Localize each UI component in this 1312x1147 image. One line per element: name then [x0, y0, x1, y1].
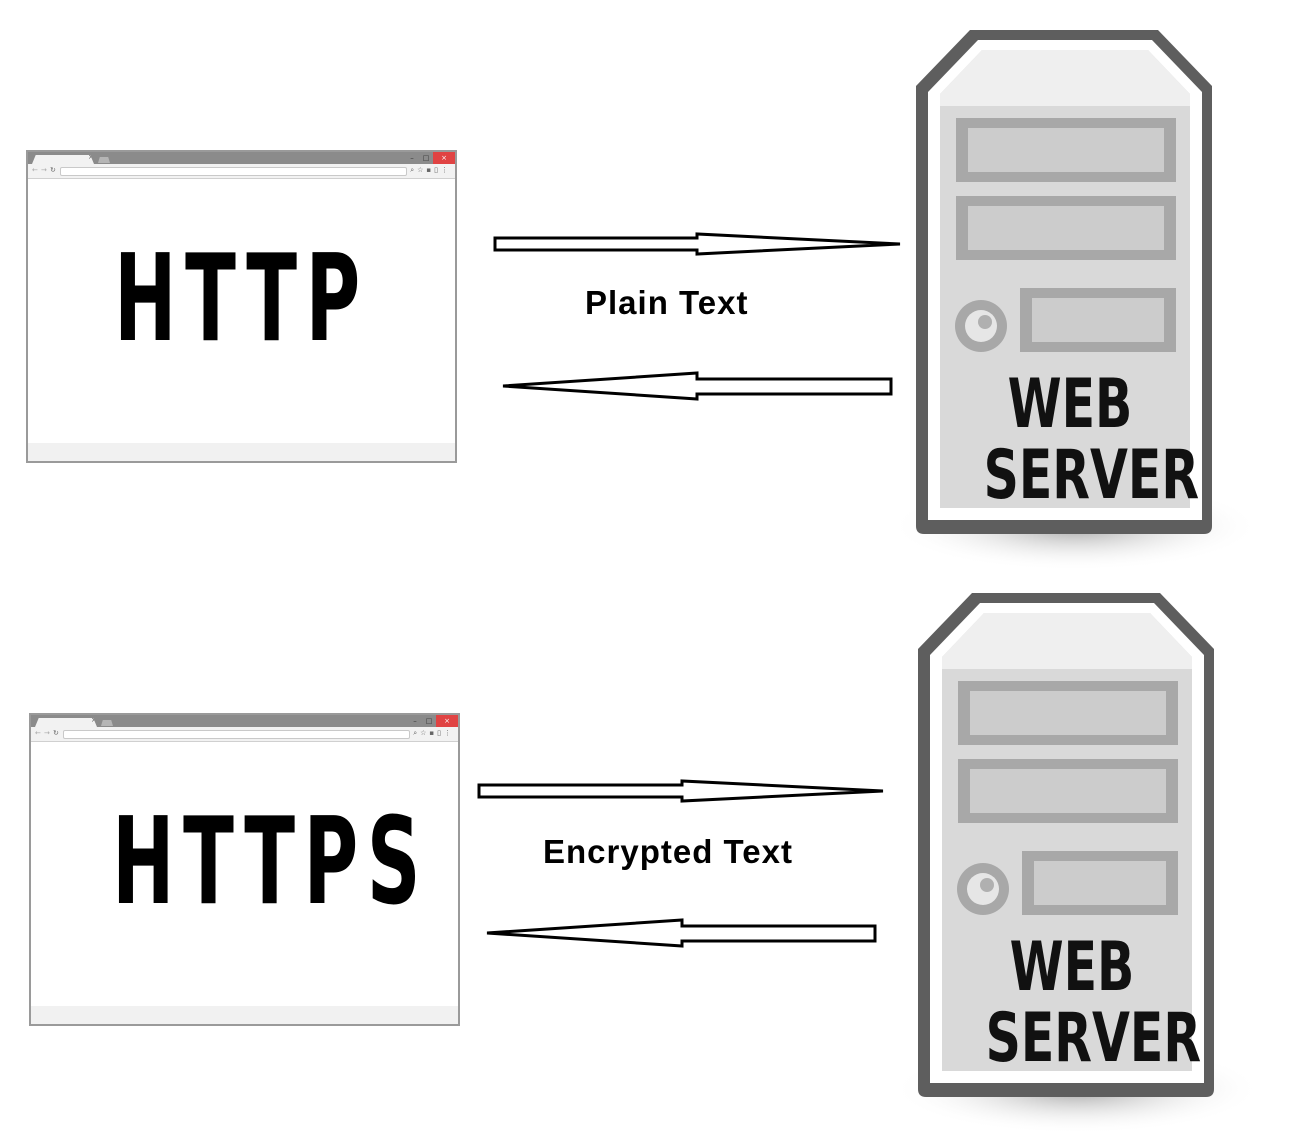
maximize-icon[interactable]: □ — [422, 154, 430, 162]
server-label-line2: SERVER — [985, 999, 1202, 1078]
browser-toolbar: ← → ↻ ⌕☆▪▯⋮ — [28, 164, 455, 179]
reload-icon[interactable]: ↻ — [50, 166, 56, 174]
request-arrow-shape — [493, 232, 901, 256]
server-label-line1: WEB — [1007, 365, 1133, 444]
window-controls: – □ × — [405, 152, 455, 164]
browser-statusbar — [28, 443, 455, 461]
back-icon[interactable]: ← — [32, 166, 38, 174]
web-server: WEB SERVER — [892, 589, 1262, 1134]
browser-tab[interactable]: × — [35, 718, 97, 727]
server-label-line1: WEB — [1009, 928, 1135, 1007]
server-graphic — [892, 593, 1262, 1134]
new-tab-button[interactable] — [101, 720, 113, 726]
protocol-label: HTTPS — [112, 793, 430, 932]
toolbar-icons[interactable]: ⌕☆▪▯⋮ — [410, 166, 451, 174]
new-tab-button[interactable] — [98, 157, 110, 163]
http-browser-window: × – □ × ← → ↻ ⌕☆▪▯⋮ HTTP — [26, 150, 457, 463]
browser-tab[interactable]: × — [32, 155, 94, 164]
protocol-label: HTTP — [114, 230, 369, 369]
browser-statusbar — [31, 1006, 458, 1024]
maximize-icon[interactable]: □ — [425, 717, 433, 725]
tab-close-icon[interactable]: × — [91, 716, 97, 724]
https-browser-window: × – □ × ← → ↻ ⌕☆▪▯⋮ HTTPS — [29, 713, 460, 1026]
toolbar-icons[interactable]: ⌕☆▪▯⋮ — [413, 729, 454, 737]
browser-toolbar: ← → ↻ ⌕☆▪▯⋮ — [31, 727, 458, 742]
forward-icon[interactable]: → — [44, 729, 50, 737]
close-icon[interactable]: × — [436, 715, 458, 727]
address-bar[interactable] — [60, 167, 407, 176]
server-label-line2: SERVER — [983, 436, 1200, 515]
address-bar[interactable] — [63, 730, 410, 739]
window-controls: – □ × — [408, 715, 458, 727]
tab-close-icon[interactable]: × — [88, 153, 94, 161]
close-icon[interactable]: × — [433, 152, 455, 164]
minimize-icon[interactable]: – — [413, 717, 417, 725]
response-arrow-shape — [502, 371, 893, 401]
forward-icon[interactable]: → — [41, 166, 47, 174]
reload-icon[interactable]: ↻ — [53, 729, 59, 737]
minimize-icon[interactable]: – — [410, 154, 414, 162]
back-icon[interactable]: ← — [35, 729, 41, 737]
browser-titlebar: × – □ × — [28, 152, 455, 164]
response-arrow-shape-2 — [486, 918, 877, 948]
request-arrow-shape-2 — [477, 779, 884, 803]
web-server: WEB SERVER — [890, 26, 1260, 571]
connection-label: Encrypted Text — [543, 833, 793, 870]
browser-titlebar: × – □ × — [31, 715, 458, 727]
connection-label: Plain Text — [585, 284, 749, 321]
server-graphic — [890, 30, 1260, 571]
